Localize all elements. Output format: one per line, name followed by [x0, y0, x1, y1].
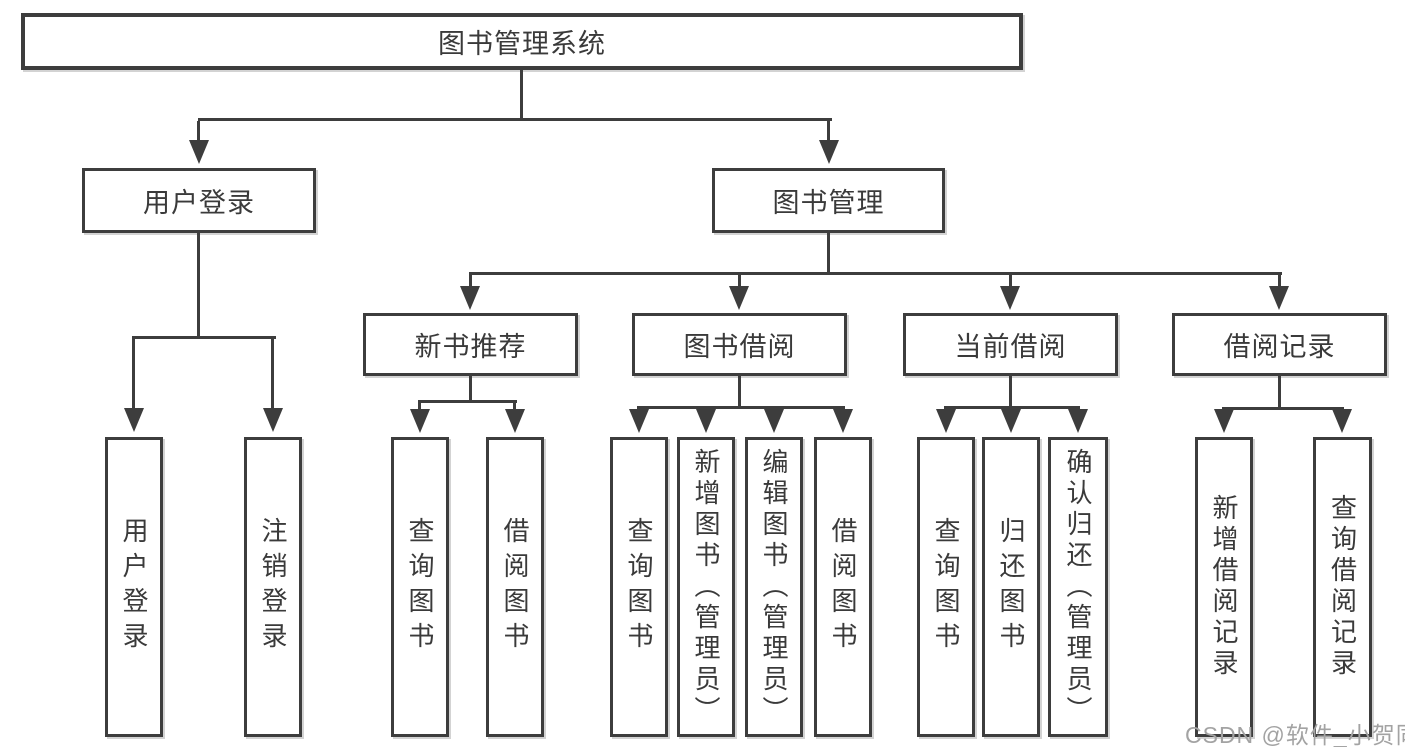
- node-book-management: 图书管理: [712, 168, 945, 233]
- node-label: 新书推荐: [414, 332, 527, 362]
- connector-line: [418, 403, 421, 409]
- node-label: 归还图书: [996, 517, 1026, 657]
- arrow-down-icon: [124, 408, 144, 432]
- node-label: 新增借阅记录: [1209, 494, 1239, 680]
- connector-line: [738, 376, 741, 406]
- node-label: 借阅图书: [828, 517, 858, 657]
- node-label: 查询图书: [405, 517, 435, 657]
- arrow-down-icon: [729, 286, 749, 310]
- arrow-down-icon: [764, 409, 784, 433]
- connector-line: [637, 406, 845, 409]
- connector-line: [198, 118, 832, 121]
- arrow-down-icon: [1068, 409, 1088, 433]
- leaf-query-books-recommend: 查询图书: [391, 437, 449, 737]
- node-borrowing-records: 借阅记录: [1172, 313, 1387, 376]
- arrow-down-icon: [189, 140, 209, 164]
- arrow-down-icon: [1001, 409, 1021, 433]
- arrow-down-icon: [696, 409, 716, 433]
- node-label: 编辑图书（管理员）: [759, 447, 789, 727]
- leaf-query-books: 查询图书: [610, 437, 668, 737]
- node-label: 图书管理系统: [438, 29, 606, 59]
- connector-line: [738, 275, 741, 286]
- node-label: 图书借阅: [683, 332, 796, 362]
- node-label: 确认归还（管理员）: [1063, 447, 1093, 727]
- arrow-down-icon: [1332, 409, 1352, 433]
- connector-line: [469, 376, 472, 400]
- leaf-borrow-books-recommend: 借阅图书: [486, 437, 544, 737]
- leaf-logout: 注销登录: [244, 437, 302, 737]
- watermark: CSDN @软件_小贺同学: [1185, 722, 1405, 747]
- connector-line: [1278, 376, 1281, 407]
- leaf-confirm-return-admin: 确认归还（管理员）: [1048, 437, 1108, 737]
- node-label: 当前借阅: [954, 332, 1067, 362]
- connector-line: [827, 121, 830, 140]
- connector-line: [418, 400, 517, 403]
- arrow-down-icon: [460, 286, 480, 310]
- connector-line: [197, 233, 200, 336]
- connector-line: [1009, 376, 1012, 406]
- node-label: 新增图书（管理员）: [691, 447, 721, 727]
- connector-line: [827, 233, 830, 272]
- node-book-borrowing: 图书借阅: [632, 313, 847, 376]
- connector-line: [520, 70, 523, 118]
- arrow-down-icon: [833, 409, 853, 433]
- leaf-borrow-books: 借阅图书: [814, 437, 872, 737]
- node-label: 借阅图书: [500, 517, 530, 657]
- node-label: 用户登录: [143, 188, 255, 218]
- connector-line: [197, 121, 200, 140]
- connector-line: [132, 336, 276, 339]
- connector-line: [132, 339, 135, 408]
- arrow-down-icon: [505, 409, 525, 433]
- node-user-login: 用户登录: [82, 168, 316, 233]
- node-label: 查询图书: [624, 517, 654, 657]
- connector-line: [1009, 275, 1012, 286]
- arrow-down-icon: [263, 408, 283, 432]
- leaf-add-borrow-record: 新增借阅记录: [1195, 437, 1253, 737]
- connector-line: [271, 339, 274, 408]
- connector-line: [469, 272, 1282, 275]
- node-current-borrowing: 当前借阅: [903, 313, 1118, 376]
- leaf-edit-books-admin: 编辑图书（管理员）: [745, 437, 803, 737]
- node-label: 注销登录: [258, 517, 288, 657]
- arrow-down-icon: [629, 409, 649, 433]
- arrow-down-icon: [819, 140, 839, 164]
- node-library-management-system: 图书管理系统: [21, 13, 1023, 70]
- node-label: 借阅记录: [1223, 332, 1336, 362]
- arrow-down-icon: [1214, 409, 1234, 433]
- node-label: 查询图书: [931, 517, 961, 657]
- connector-line: [469, 275, 472, 286]
- leaf-return-books: 归还图书: [982, 437, 1040, 737]
- connector-line: [1222, 407, 1344, 410]
- arrow-down-icon: [1269, 286, 1289, 310]
- node-label: 查询借阅记录: [1327, 494, 1358, 680]
- arrow-down-icon: [410, 409, 430, 433]
- arrow-down-icon: [936, 409, 956, 433]
- leaf-add-books-admin: 新增图书（管理员）: [677, 437, 735, 737]
- connector-line: [513, 403, 516, 409]
- arrow-down-icon: [1000, 286, 1020, 310]
- node-label: 用户登录: [119, 517, 149, 657]
- leaf-user-login: 用户登录: [105, 437, 163, 737]
- connector-line: [1278, 275, 1281, 286]
- node-new-book-recommend: 新书推荐: [363, 313, 578, 376]
- leaf-query-borrow-record: 查询借阅记录: [1313, 437, 1372, 737]
- leaf-query-books-current: 查询图书: [917, 437, 975, 737]
- connector-line: [944, 406, 1080, 409]
- node-label: 图书管理: [772, 188, 885, 218]
